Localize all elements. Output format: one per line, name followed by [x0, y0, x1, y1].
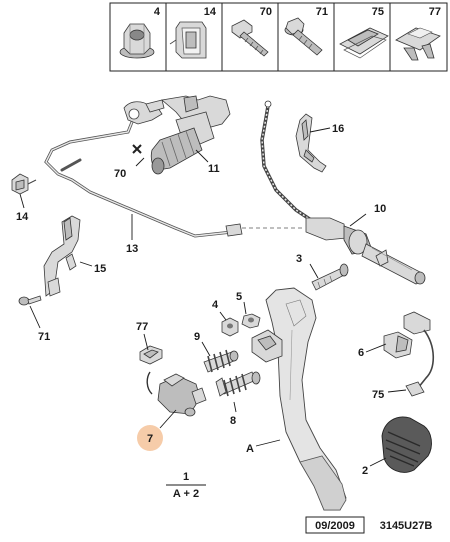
callout-7: 7	[147, 433, 153, 445]
callout-9: 9	[194, 331, 200, 343]
clutch-switch	[146, 371, 207, 417]
header-label-70: 70	[260, 6, 272, 18]
pivot-pin	[311, 263, 349, 291]
callout-4: 4	[212, 299, 219, 311]
header-label-71: 71	[316, 6, 328, 18]
callout-14: 14	[16, 211, 29, 223]
header-label-75: 75	[372, 6, 384, 18]
clutch-pedal	[251, 287, 347, 511]
callout-A: A	[246, 443, 254, 455]
pedal-sensor	[383, 311, 435, 397]
footer: 09/2009 3145U27B	[305, 516, 433, 534]
callout-77: 77	[136, 321, 148, 333]
pedal-pad	[381, 416, 432, 473]
callout-15: 15	[94, 263, 106, 275]
clip-mount-icon	[395, 27, 441, 61]
callout-5: 5	[236, 291, 242, 303]
flange-nut-icon	[119, 23, 155, 59]
callout-3: 3	[296, 253, 302, 265]
callout-75: 75	[372, 389, 384, 401]
callout-8: 8	[230, 415, 236, 427]
header-label-77: 77	[429, 6, 441, 18]
highlighted-callout-7: 7	[137, 425, 163, 451]
footer-code: 3145U27B	[380, 520, 433, 532]
legend-formula: A + 2	[173, 488, 199, 500]
cable-tie-mount-icon	[339, 27, 389, 59]
callout-13: 13	[126, 243, 138, 255]
legend-number: 1	[183, 471, 189, 483]
callout-6: 6	[358, 347, 364, 359]
footer-date: 09/2009	[315, 520, 355, 532]
pipe-clip	[11, 173, 37, 195]
master-cylinder	[123, 95, 231, 175]
assist-spring	[215, 371, 261, 397]
clutch-hose	[260, 100, 426, 285]
clip-icon	[169, 21, 207, 59]
header-label-14: 14	[204, 6, 217, 18]
assembly-legend: 1 A + 2	[166, 471, 206, 500]
pedal-bush	[241, 313, 261, 329]
parts-header: 4 14 70 71 75 77	[109, 2, 448, 72]
bracket	[43, 215, 81, 297]
cross-mark-icon	[132, 144, 142, 154]
callout-2: 2	[362, 465, 368, 477]
callout-10: 10	[374, 203, 386, 215]
callout-11: 11	[208, 163, 220, 175]
return-spring	[203, 349, 239, 373]
pedal-nut	[221, 317, 239, 337]
hose-bracket	[295, 113, 327, 173]
bracket-bolt	[18, 295, 42, 306]
leader-lines	[19, 127, 407, 467]
clutch-pipe	[44, 120, 304, 238]
callout-16: 16	[332, 123, 344, 135]
flange-bolt-icon	[284, 17, 323, 56]
screw-icon	[231, 19, 269, 57]
switch-clip	[139, 345, 163, 365]
callouts: 16 70 11 14 13 10 15 3 4 5 71 77 9 6 75 …	[16, 123, 386, 477]
callout-71: 71	[38, 331, 50, 343]
callout-70: 70	[114, 168, 126, 180]
header-label-4: 4	[154, 6, 161, 18]
